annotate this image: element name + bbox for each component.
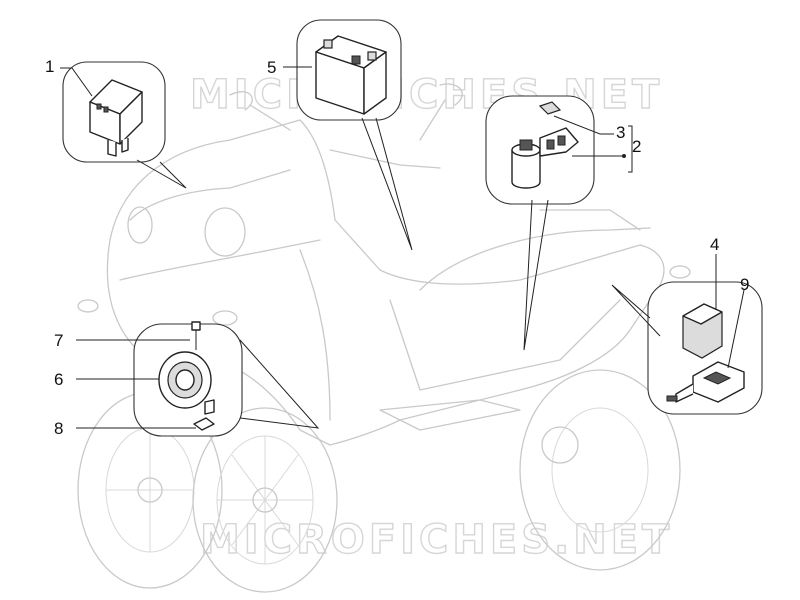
watermark-top: MICROFICHES.NET — [190, 72, 663, 118]
horn-detail — [76, 321, 320, 437]
fuse-holder-part[interactable] — [666, 361, 745, 403]
relay-part[interactable] — [89, 79, 143, 157]
callout-2-dot — [622, 154, 626, 158]
battery-part[interactable] — [315, 35, 387, 115]
callout-4: 4 — [710, 235, 719, 254]
callout-7: 7 — [54, 331, 63, 350]
starter-relay-detail — [485, 95, 633, 351]
starter-relay-cover-part[interactable] — [538, 101, 562, 115]
horn-pointer — [239, 339, 320, 429]
fuse-detail — [611, 254, 763, 415]
relay-detail — [60, 61, 187, 189]
callout-2: 2 — [632, 137, 641, 156]
callout-5: 5 — [267, 58, 276, 77]
callout-9-leader — [727, 289, 745, 369]
callout-9: 9 — [740, 275, 749, 294]
callout-3-leader — [553, 115, 614, 135]
callout-6: 6 — [54, 370, 63, 389]
relay-pointer — [136, 159, 187, 189]
horn-part[interactable] — [158, 351, 215, 415]
starter-relay-pointer — [523, 199, 549, 351]
bolt-part[interactable] — [191, 321, 201, 350]
callout-1: 1 — [45, 57, 54, 76]
fuse-pointer — [611, 284, 661, 337]
watermark-bottom: MICROFICHES.NET — [200, 517, 673, 563]
fuse-cover-part[interactable] — [682, 303, 723, 359]
starter-relay-part[interactable] — [511, 127, 579, 189]
callout-3: 3 — [616, 123, 625, 142]
callout-8: 8 — [54, 419, 63, 438]
battery-pointer — [361, 117, 413, 251]
scooter-outline — [77, 83, 691, 593]
nut-part[interactable] — [193, 417, 215, 431]
callout-1-leader — [60, 67, 93, 97]
callout-2-bracket — [628, 125, 633, 173]
battery-detail — [283, 19, 413, 251]
